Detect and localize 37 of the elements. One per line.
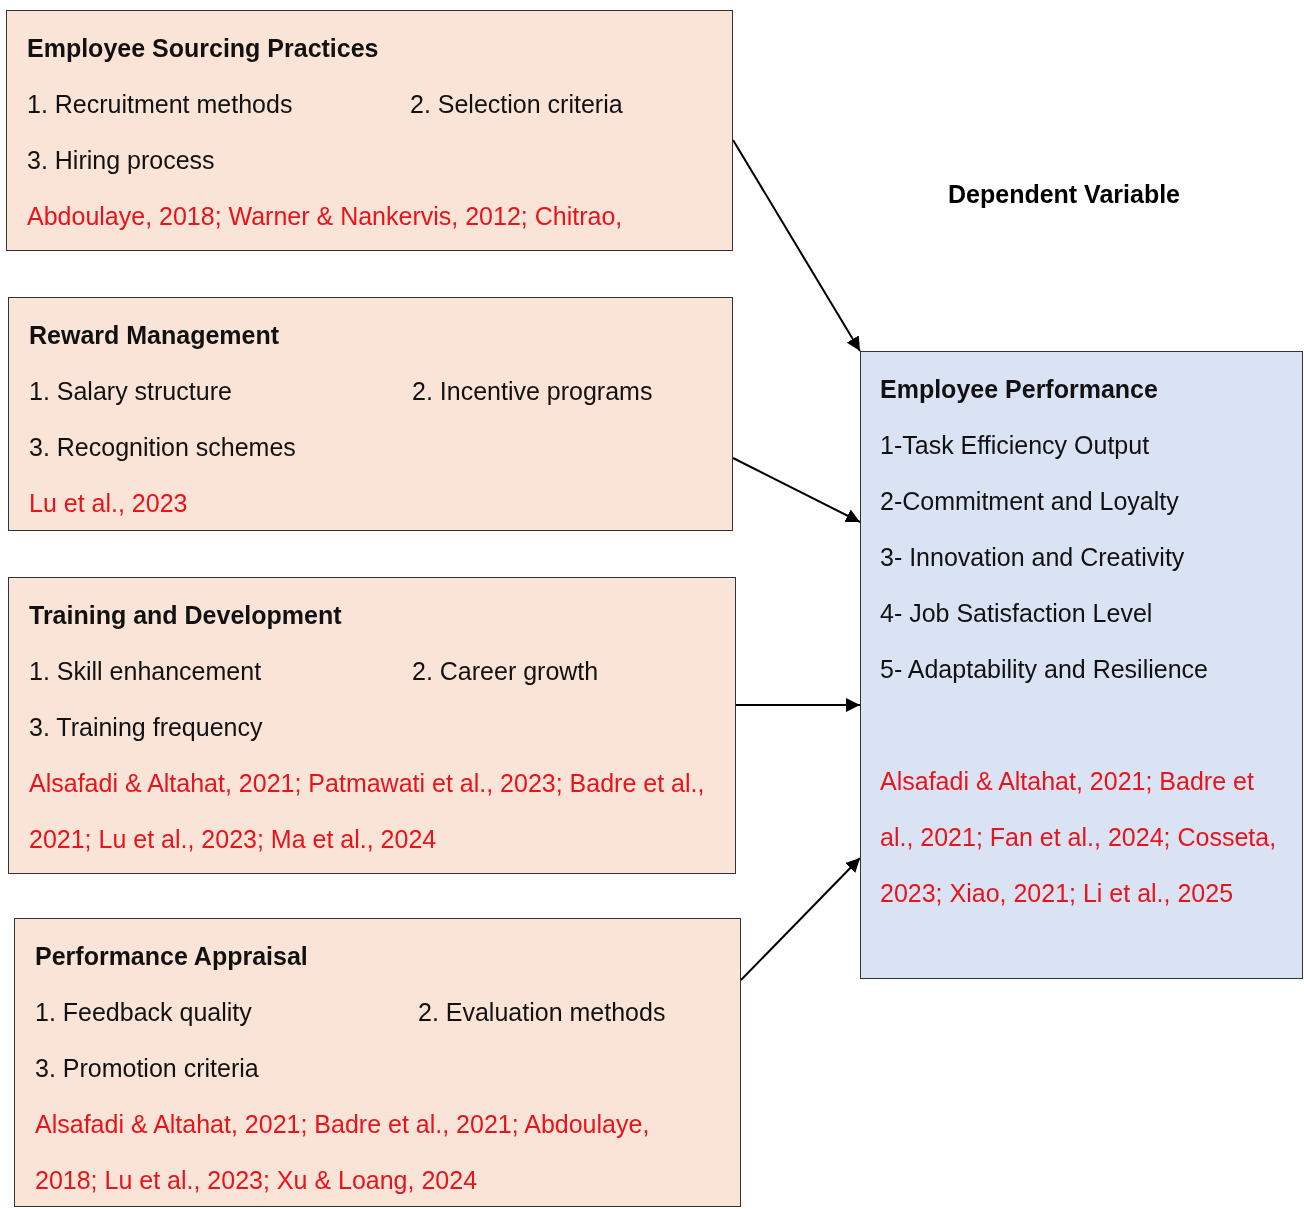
indicator-item: 4- Job Satisfaction Level xyxy=(880,598,1153,629)
indicator-item: 2. Career growth xyxy=(412,656,599,687)
arrow xyxy=(735,698,861,712)
citation-text: Alsafadi & Altahat, 2021; Patmawati et al., 2023; Badre et al., 2021; Lu et al., 2023; Ma et al., 2024 xyxy=(29,768,706,855)
outcome-box xyxy=(860,351,1303,979)
indicator-item: 3. Hiring process xyxy=(27,145,215,176)
indicator-item: 1. Skill enhancement xyxy=(29,656,262,687)
indicator-item: 2. Evaluation methods xyxy=(418,997,666,1028)
indicator-item: 1. Feedback quality xyxy=(35,997,252,1028)
citation-text: Abdoulaye, 2018; Warner & Nankervis, 2012; Chitrao, xyxy=(27,201,624,232)
box-heading: Performance Appraisal xyxy=(35,941,308,972)
indicator-item: 3. Promotion criteria xyxy=(35,1053,259,1084)
indicator-item: 1-Task Efficiency Output xyxy=(880,430,1150,461)
factor-box xyxy=(8,577,736,874)
arrow xyxy=(740,857,861,981)
arrow xyxy=(732,139,861,352)
indicator-item: 2-Commitment and Loyalty xyxy=(880,486,1179,517)
citation-text: Alsafadi & Altahat, 2021; Badre et al., 2021; Abdoulaye, 2018; Lu et al., 2023; Xu & Loang, 2024 xyxy=(35,1109,651,1196)
box-heading: Training and Development xyxy=(29,600,342,631)
indicator-item: 1. Salary structure xyxy=(29,376,232,407)
citation-text: Alsafadi & Altahat, 2021; Badre et al., 2021; Fan et al., 2024; Cosseta, 2023; Xiao, 2021; Li et al., 2025 xyxy=(880,766,1278,909)
indicator-item: 2. Selection criteria xyxy=(410,89,623,120)
indicator-item: 1. Recruitment methods xyxy=(27,89,293,120)
arrow xyxy=(732,457,861,523)
indicator-item: 5- Adaptability and Resilience xyxy=(880,654,1208,685)
box-heading: Employee Sourcing Practices xyxy=(27,33,379,64)
indicator-item: 3- Innovation and Creativity xyxy=(880,542,1185,573)
factor-box xyxy=(6,10,733,251)
box-heading: Reward Management xyxy=(29,320,280,351)
factor-box xyxy=(8,297,733,531)
indicator-item: 3. Training frequency xyxy=(29,712,263,743)
indicator-item: 2. Incentive programs xyxy=(412,376,653,407)
factor-box xyxy=(14,918,741,1207)
indicator-item: 3. Recognition schemes xyxy=(29,432,296,463)
variable-label: Dependent Variable xyxy=(948,180,1181,209)
citation-text: Lu et al., 2023 xyxy=(29,488,189,519)
box-heading: Employee Performance xyxy=(880,374,1158,405)
